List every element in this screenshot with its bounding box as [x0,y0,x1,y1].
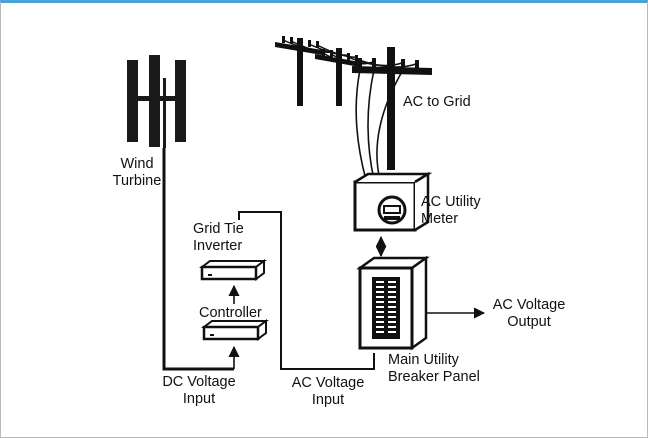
label-dc-voltage-input: DC Voltage Input [162,374,236,407]
controller-box-icon [201,319,269,341]
breaker-panel-icon [356,255,430,351]
label-ac-to-grid: AC to Grid [403,94,471,110]
utility-meter-icon [353,171,433,232]
label-wind-turbine: Wind Turbine [112,156,162,189]
label-ac-voltage-input: AC Voltage Input [291,375,365,408]
inverter-box-icon [199,259,267,281]
label-ac-voltage-output: AC Voltage Output [492,297,566,330]
dc-wire [162,148,234,371]
ac-wire [238,211,375,370]
label-main-utility-breaker-panel: Main Utility Breaker Panel [388,352,480,385]
label-ac-utility-meter: AC Utility Meter [421,194,481,227]
utility-pole-icon [275,36,432,181]
wind-turbine-icon [127,55,186,148]
label-grid-tie-inverter: Grid Tie Inverter [193,221,244,254]
label-controller: Controller [199,305,262,321]
